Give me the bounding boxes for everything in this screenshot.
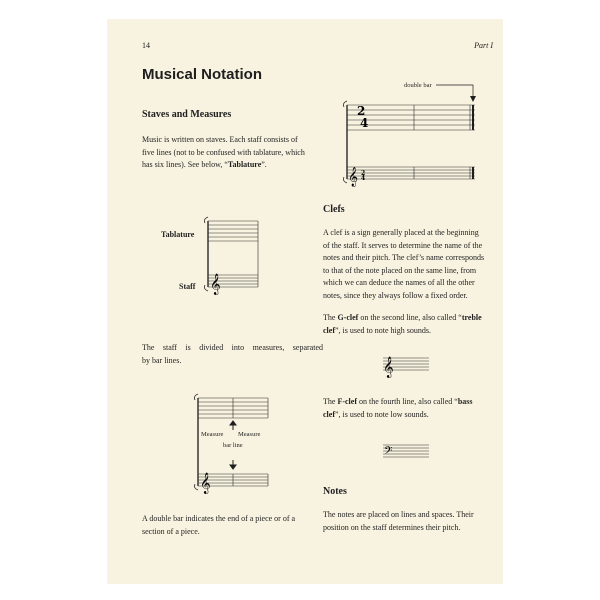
treble-clef-icon: 𝄞 (200, 473, 211, 494)
f-clef-paragraph: The F-clef on the fourth line, also call… (323, 397, 473, 419)
measure-left-label: Measure (201, 431, 224, 438)
treble-clef-icon: 𝄞 (383, 357, 394, 378)
measures-paragraph: The staff is divided into measures, sepa… (142, 343, 323, 365)
bass-clef-icon: 𝄢 (384, 445, 392, 460)
f-clef-example: 𝄢 (383, 444, 429, 460)
page-number: 14 (142, 41, 150, 50)
running-header: Part I (474, 41, 493, 50)
page-title: Musical Notation (142, 66, 263, 83)
staves-heading: Staves and Measures (142, 109, 232, 120)
notes-paragraph: The notes are placed on lines and spaces… (323, 510, 474, 532)
g-clef-paragraph: The G-clef on the second line, also call… (323, 313, 482, 335)
double-bar-label: double bar (404, 82, 432, 89)
treble-clef-icon: 𝄞 (210, 274, 221, 295)
measure-right-label: Measure (238, 431, 261, 438)
clefs-heading: Clefs (323, 204, 345, 215)
staves-paragraph: Music is written on staves. Each staff c… (142, 135, 305, 169)
time-signature-top: 2 (357, 104, 365, 118)
svg-text:4: 4 (361, 175, 365, 182)
bar-line-arrows (229, 420, 237, 470)
g-clef-example: 𝄞 (383, 357, 429, 378)
notes-heading: Notes (323, 486, 347, 497)
double-bar-paragraph: A double bar indicates the end of a piec… (142, 514, 296, 536)
book-page: 14 Part I Musical Notation Staves and Me… (107, 19, 503, 584)
treble-clef-icon: 𝄞 (348, 167, 358, 187)
tablature-label: Tablature (161, 230, 195, 239)
bar-line-label: bar line (223, 442, 243, 449)
double-bar-diagram: 2 4 𝄞 2 4 (343, 84, 476, 187)
staff-label: Staff (179, 282, 196, 291)
tablature-staff-diagram: 𝄞 (204, 216, 259, 295)
clefs-paragraph: A clef is a sign generally placed at the… (323, 228, 485, 300)
measure-diagram: 𝄞 (194, 393, 269, 494)
svg-text:2: 2 (361, 170, 365, 177)
time-signature-bottom: 4 (360, 116, 368, 130)
